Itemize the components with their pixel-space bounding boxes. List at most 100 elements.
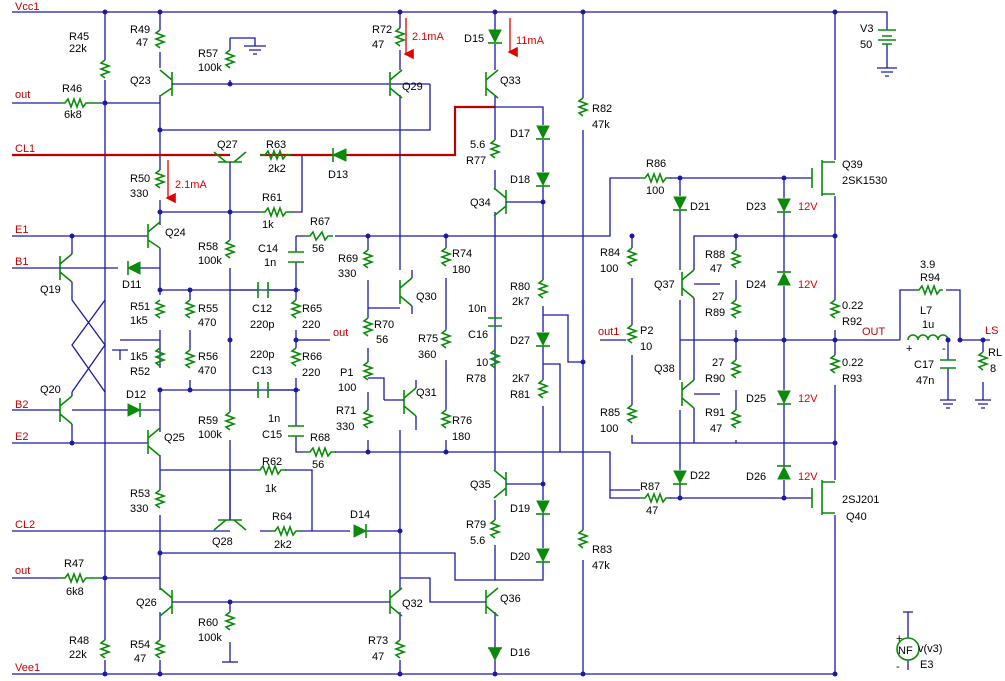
transistor-q31 xyxy=(384,380,417,430)
junction-dot xyxy=(157,287,163,293)
wire xyxy=(213,151,247,163)
junction-dot xyxy=(227,337,233,343)
resistor-r80 xyxy=(536,279,550,299)
junction-dot xyxy=(157,550,163,556)
junction-dot xyxy=(293,287,299,293)
wire xyxy=(485,69,499,99)
zener-d23 xyxy=(777,198,791,213)
component-label: R47 xyxy=(64,558,84,570)
component-label: 56 xyxy=(312,459,324,471)
resistor-r62 xyxy=(255,463,286,477)
label-r45: R45 xyxy=(69,31,89,43)
junction-dot xyxy=(397,9,403,15)
component-label: 50 xyxy=(860,39,872,51)
transistor-q29 xyxy=(389,69,403,99)
component-label: Q37 xyxy=(654,279,675,291)
component-label: 12V xyxy=(798,201,818,213)
component-label: Q25 xyxy=(164,432,185,444)
component-label: D21 xyxy=(690,201,710,213)
component-label: R57 xyxy=(198,48,218,60)
component-label: R60 xyxy=(198,617,218,629)
component-label: 0.22 xyxy=(842,300,863,312)
net-vee1: Vee1 xyxy=(15,662,40,674)
resistor-r52 xyxy=(153,347,167,367)
junction-dot xyxy=(187,387,193,393)
component-label: D15 xyxy=(464,33,484,45)
wire xyxy=(389,69,403,99)
component-label: 100 xyxy=(600,263,618,275)
component-label: R88 xyxy=(705,249,725,261)
resistor-r47 xyxy=(60,571,100,585)
resistor-r84 xyxy=(625,247,639,267)
component-label: 330 xyxy=(130,188,148,200)
resistor-r89 xyxy=(729,299,743,319)
component-label: C14 xyxy=(258,243,278,255)
wire xyxy=(400,577,486,603)
component-label: 56 xyxy=(312,243,324,255)
component-label: out xyxy=(15,565,30,577)
component-label: Q33 xyxy=(500,75,521,87)
component-label: 330 xyxy=(338,268,356,280)
transistor-q27 xyxy=(213,151,247,212)
component-label: R83 xyxy=(592,544,612,556)
resistor-r76 xyxy=(439,409,453,429)
component-label: 0.22 xyxy=(842,357,863,369)
resistor-r88 xyxy=(729,249,743,269)
component-label: 100k xyxy=(198,255,222,267)
component-label: - xyxy=(896,661,900,673)
component-label: E1 xyxy=(15,224,28,236)
component-label: E2 xyxy=(15,431,28,443)
component-label: D20 xyxy=(510,551,530,563)
resistor-r48 xyxy=(98,639,112,659)
component-label: 47k xyxy=(592,560,610,572)
component-label: R48 xyxy=(69,635,89,647)
transistor-q34-body xyxy=(493,187,507,217)
component-label: 6k8 xyxy=(66,586,84,598)
component-label: 47 xyxy=(372,39,384,51)
junction-dot xyxy=(157,209,163,215)
transistor-q23 xyxy=(159,69,430,97)
component-label: 12V xyxy=(798,279,818,291)
diode-d16 xyxy=(488,647,502,662)
net-vcc1: Vcc1 xyxy=(15,1,39,13)
resistor-r83 xyxy=(576,529,590,549)
diode-d21 xyxy=(673,196,687,211)
wire xyxy=(975,399,991,409)
transistor-q38 xyxy=(681,340,720,443)
wire xyxy=(147,427,161,457)
component-label: Q27 xyxy=(217,139,238,151)
transistor-q35-body xyxy=(493,469,507,499)
component-label: D19 xyxy=(510,503,530,515)
component-label: R67 xyxy=(310,216,330,228)
component-label: Q24 xyxy=(165,227,186,239)
component-label: R74 xyxy=(452,248,472,260)
component-label: D25 xyxy=(746,393,766,405)
resistor-r64 xyxy=(270,524,301,538)
component-label: 1k xyxy=(265,483,277,495)
transistor-q30 xyxy=(368,270,413,314)
component-label: R54 xyxy=(130,639,150,651)
resistor-r91 xyxy=(729,409,743,429)
resistor-r87 xyxy=(640,491,671,505)
component-label: 2SK1530 xyxy=(842,175,887,187)
resistor-r59 xyxy=(223,411,237,431)
resistor-r55 xyxy=(183,299,197,319)
component-label: R50 xyxy=(130,173,150,185)
capacitor-c13 xyxy=(257,382,269,398)
component-label: R69 xyxy=(338,253,358,265)
component-label: 12V xyxy=(798,393,818,405)
component-label: 100k xyxy=(198,429,222,441)
component-label: 100 xyxy=(646,185,664,197)
junction-dot xyxy=(733,337,739,343)
junction-dot xyxy=(443,449,449,455)
transistor-q26 xyxy=(159,587,390,617)
component-label: D22 xyxy=(690,470,710,482)
resistor-r67 xyxy=(305,230,333,242)
diode-d27 xyxy=(536,332,550,347)
resistor-rl xyxy=(976,351,990,371)
junction-dot xyxy=(365,233,371,239)
component-label: 56 xyxy=(376,334,388,346)
diode-d22 xyxy=(673,470,687,485)
component-label: Q30 xyxy=(416,291,437,303)
component-label: R76 xyxy=(452,415,472,427)
